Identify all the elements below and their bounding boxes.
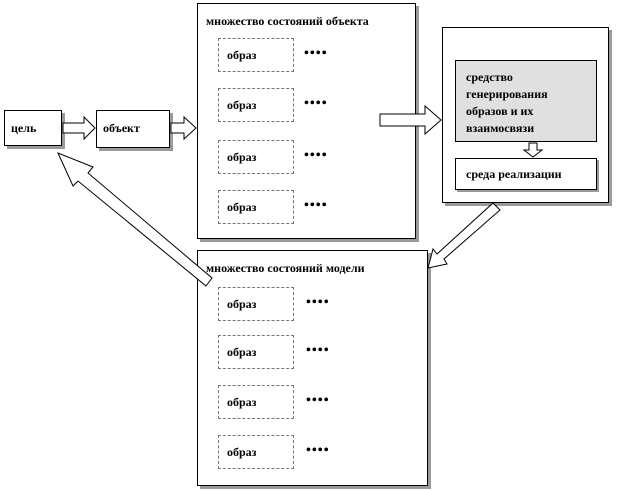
- model-dots-4: ••••: [306, 443, 330, 458]
- object-image-4: образ: [218, 190, 294, 224]
- model-dots-2: ••••: [306, 343, 330, 358]
- object-dots-4: ••••: [304, 198, 328, 213]
- environment-label: среда реализации: [466, 167, 562, 181]
- model-image-1: образ: [218, 287, 294, 321]
- model-dots-1: ••••: [306, 295, 330, 310]
- model-states-title: множество состояний модели: [206, 261, 365, 275]
- object-box: объект: [96, 110, 170, 148]
- object-states-panel: множество состояний объекта образ •••• о…: [197, 3, 416, 239]
- arrow-generator-model: [427, 202, 501, 269]
- object-dots-1: ••••: [304, 46, 328, 61]
- object-dots-3: ••••: [304, 148, 328, 163]
- arrow-model-goal: [57, 152, 213, 287]
- generator-tool-box: средство генерирования образов и их взаи…: [455, 60, 597, 142]
- object-image-2: образ: [218, 88, 294, 122]
- model-states-panel: множество состояний модели образ •••• об…: [197, 250, 428, 486]
- goal-label: цель: [11, 121, 37, 135]
- model-image-2: образ: [218, 335, 294, 369]
- model-image-4: образ: [218, 435, 294, 469]
- generator-panel: средство генерирования образов и их взаи…: [442, 27, 609, 203]
- arrow-goal-object: [62, 115, 96, 141]
- model-dots-3: ••••: [306, 393, 330, 408]
- object-label: объект: [103, 121, 140, 135]
- object-image-3: образ: [218, 140, 294, 174]
- arrow-object-states: [170, 115, 197, 141]
- object-image-1: образ: [218, 38, 294, 72]
- environment-box: среда реализации: [455, 158, 597, 190]
- generator-tool-label: средство генерирования образов и их взаи…: [466, 70, 548, 135]
- object-dots-2: ••••: [304, 96, 328, 111]
- object-states-title: множество состояний объекта: [206, 14, 369, 28]
- model-image-3: образ: [218, 385, 294, 419]
- goal-box: цель: [4, 110, 62, 146]
